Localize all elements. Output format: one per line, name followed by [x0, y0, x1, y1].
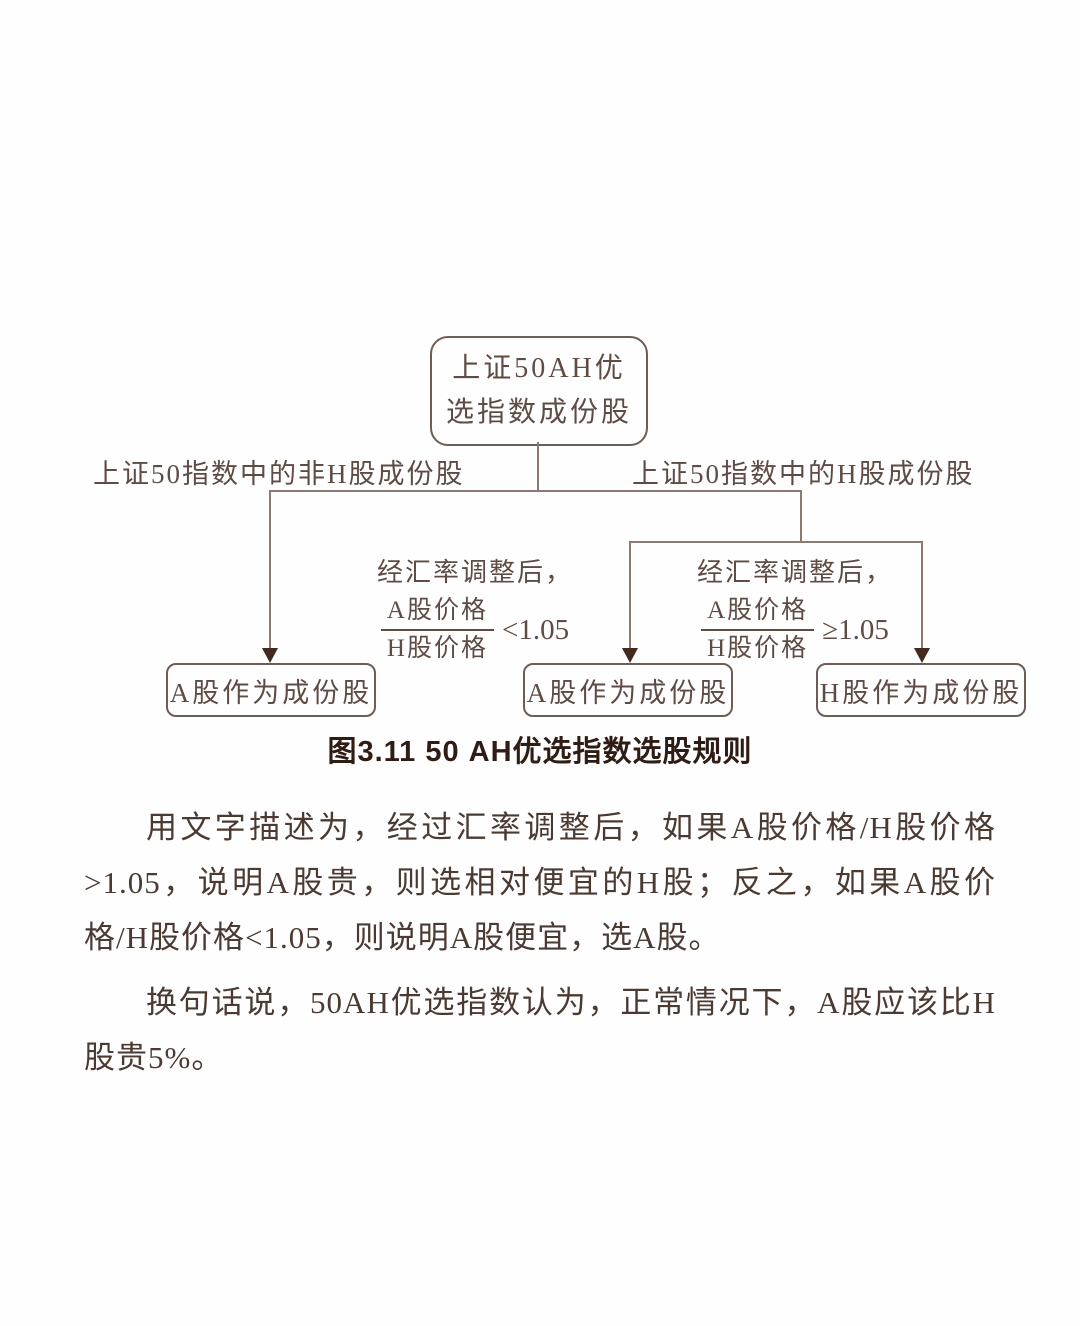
flowchart-leaf-a-share-middle: A股作为成份股 [523, 663, 733, 717]
condition-left-comparison: <1.05 [501, 613, 570, 646]
condition-left-math: A股价格 H股价格 <1.05 [368, 593, 582, 667]
connector-left-vertical [269, 490, 271, 650]
connector-subright-vertical [921, 541, 923, 650]
condition-right: 经汇率调整后， A股价格 H股价格 ≥1.05 [678, 552, 912, 667]
condition-right-comparison: ≥1.05 [822, 613, 889, 646]
condition-right-math: A股价格 H股价格 ≥1.05 [678, 593, 912, 667]
flowchart-root-box: 上证50AH优 选指数成份股 [430, 336, 648, 446]
arrow-down-left-icon [262, 648, 278, 663]
connector-root-vertical [537, 442, 539, 492]
root-box-line2: 选指数成份股 [445, 397, 632, 428]
flowchart-leaf-a-share-left: A股作为成份股 [166, 663, 376, 717]
condition-left-fraction: A股价格 H股价格 [380, 593, 494, 667]
arrow-down-middle-icon [622, 648, 638, 663]
flowchart-leaf-h-share: H股作为成份股 [816, 663, 1026, 717]
condition-left: 经汇率调整后， A股价格 H股价格 <1.05 [368, 552, 582, 667]
condition-right-denominator: H股价格 [707, 635, 809, 662]
condition-left-numerator: A股价格 [380, 593, 494, 631]
paragraph-1: 用文字描述为，经过汇率调整后，如果A股价格/H股价格>1.05，说明A股贵，则选… [84, 810, 996, 955]
connector-middle-vertical [629, 541, 631, 650]
condition-right-fraction: A股价格 H股价格 [701, 593, 815, 667]
connector-main-horizontal [269, 490, 802, 492]
figure-caption: 图3.11 50 AH优选指数选股规则 [327, 736, 753, 768]
paragraph-2: 换句话说，50AH优选指数认为，正常情况下，A股应该比H股贵5%。 [84, 985, 996, 1075]
connector-right-vertical [800, 490, 802, 543]
arrow-down-right-icon [914, 648, 930, 663]
condition-left-denominator: H股价格 [386, 635, 488, 662]
condition-right-numerator: A股价格 [701, 593, 815, 631]
left-branch-label: 上证50指数中的非H股成份股 [93, 459, 465, 489]
condition-right-prefix: 经汇率调整后， [696, 558, 893, 587]
connector-sub-horizontal [629, 541, 923, 543]
root-box-line1: 上证50AH优 [452, 353, 626, 384]
condition-left-prefix: 经汇率调整后， [376, 558, 573, 587]
right-branch-label: 上证50指数中的H股成份股 [632, 459, 975, 489]
